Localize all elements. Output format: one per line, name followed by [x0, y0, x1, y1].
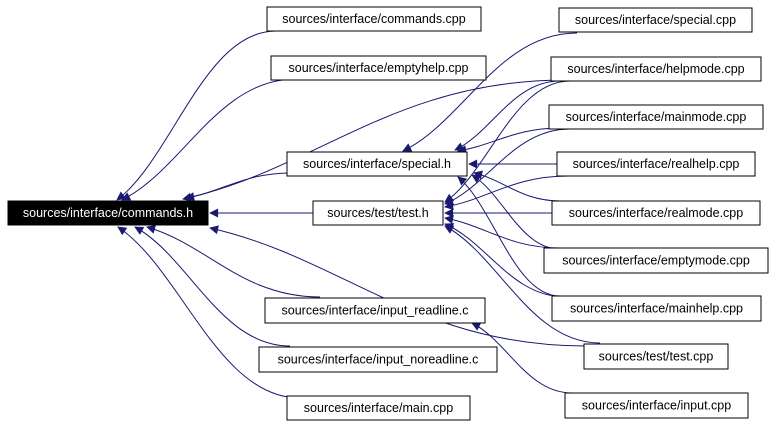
node-realhelp-cpp[interactable]: sources/interface/realhelp.cpp [556, 151, 756, 177]
node-helpmode-cpp[interactable]: sources/interface/helpmode.cpp [550, 56, 762, 82]
node-realmode-cpp[interactable]: sources/interface/realmode.cpp [551, 200, 761, 226]
node-box [286, 151, 468, 177]
edge-emptymode_cpp-to-test_h [444, 215, 561, 249]
node-label: sources/interface/mainmode.cpp [566, 110, 747, 124]
edge-special_h-to-commands_h [185, 172, 292, 202]
edge-mainmode_cpp-to-test_h [444, 128, 571, 205]
node-label: sources/interface/realmode.cpp [569, 206, 743, 220]
edge-special_cpp-to-special_h [402, 32, 578, 152]
node-commands-h[interactable]: sources/interface/commands.h [7, 200, 209, 226]
edge-helpmode_cpp-to-commands_h [182, 79, 567, 202]
node-main-cpp[interactable]: sources/interface/main.cpp [286, 395, 471, 421]
node-commands-cpp[interactable]: sources/interface/commands.cpp [266, 6, 482, 32]
edge-realhelp_cpp-to-test_h [444, 175, 569, 210]
node-label: sources/interface/special.cpp [575, 13, 736, 27]
edge-mainhelp_cpp-to-special_h [457, 176, 561, 297]
edge-test_cpp-to-test_h [444, 225, 601, 344]
edge-emptymode_cpp-to-special_h [471, 174, 561, 250]
node-box [564, 392, 749, 419]
node-box [556, 151, 756, 177]
node-label: sources/interface/main.cpp [304, 401, 453, 415]
edge-helpmode_cpp-to-test_h [444, 80, 571, 203]
node-label: sources/test/test.cpp [599, 349, 714, 363]
edge-helpmode_cpp-to-special_h [454, 80, 561, 151]
node-emptyhelp-cpp[interactable]: sources/interface/emptyhelp.cpp [270, 55, 487, 81]
edges-layer [116, 30, 601, 399]
node-label: sources/interface/commands.cpp [282, 12, 465, 26]
node-box [7, 200, 209, 226]
node-box [270, 55, 487, 81]
node-label: sources/interface/realhelp.cpp [573, 157, 740, 171]
node-label: sources/interface/mainhelp.cpp [570, 301, 743, 315]
node-box [583, 343, 729, 370]
node-label: sources/interface/helpmode.cpp [567, 62, 744, 76]
node-label: sources/interface/input_noreadline.c [278, 352, 479, 366]
edge-main_cpp-to-commands_h [117, 226, 301, 399]
node-label: sources/interface/commands.h [23, 206, 193, 220]
node-test-h[interactable]: sources/test/test.h [312, 200, 444, 226]
node-box [551, 295, 762, 322]
node-box [548, 104, 764, 130]
node-box [543, 247, 769, 274]
nodes-layer: sources/interface/commands.h sources/int… [7, 6, 769, 421]
edge-input_readline_c-to-commands_h [146, 224, 321, 298]
node-box [558, 7, 753, 33]
node-box [286, 395, 471, 421]
edge-input_noreadline_c-to-commands_h [134, 226, 291, 347]
node-label: sources/interface/input_readline.c [282, 303, 469, 317]
edge-test_cpp-to-commands_h [209, 225, 587, 347]
node-box [312, 200, 444, 226]
node-box [258, 346, 498, 373]
node-label: sources/interface/emptyhelp.cpp [289, 61, 469, 75]
node-mainmode-cpp[interactable]: sources/interface/mainmode.cpp [548, 104, 764, 130]
node-label: sources/interface/special.h [303, 157, 451, 171]
node-box [550, 56, 762, 82]
node-label: sources/test/test.h [327, 206, 428, 220]
node-label: sources/interface/emptymode.cpp [562, 253, 750, 267]
edge-realmode_cpp-to-special_h [473, 170, 561, 202]
node-mainhelp-cpp[interactable]: sources/interface/mainhelp.cpp [551, 295, 762, 322]
edge-mainhelp_cpp-to-test_h [444, 223, 567, 298]
edge-input_cpp-to-input_readline_c [471, 322, 573, 394]
node-box [264, 297, 486, 324]
node-test-cpp[interactable]: sources/test/test.cpp [583, 343, 729, 370]
node-box [266, 6, 482, 32]
node-special-h[interactable]: sources/interface/special.h [286, 151, 468, 177]
node-label: sources/interface/input.cpp [582, 398, 731, 412]
node-emptymode-cpp[interactable]: sources/interface/emptymode.cpp [543, 247, 769, 274]
edge-commands_cpp-to-commands_h [116, 30, 277, 201]
node-special-cpp[interactable]: sources/interface/special.cpp [558, 7, 753, 33]
node-input-cpp[interactable]: sources/interface/input.cpp [564, 392, 749, 419]
edge-mainmode_cpp-to-special_h [457, 127, 561, 155]
node-box [551, 200, 761, 226]
edge-emptyhelp_cpp-to-commands_h [121, 78, 297, 201]
node-input-readline-c[interactable]: sources/interface/input_readline.c [264, 297, 486, 324]
node-input-noreadline-c[interactable]: sources/interface/input_noreadline.c [258, 346, 498, 373]
